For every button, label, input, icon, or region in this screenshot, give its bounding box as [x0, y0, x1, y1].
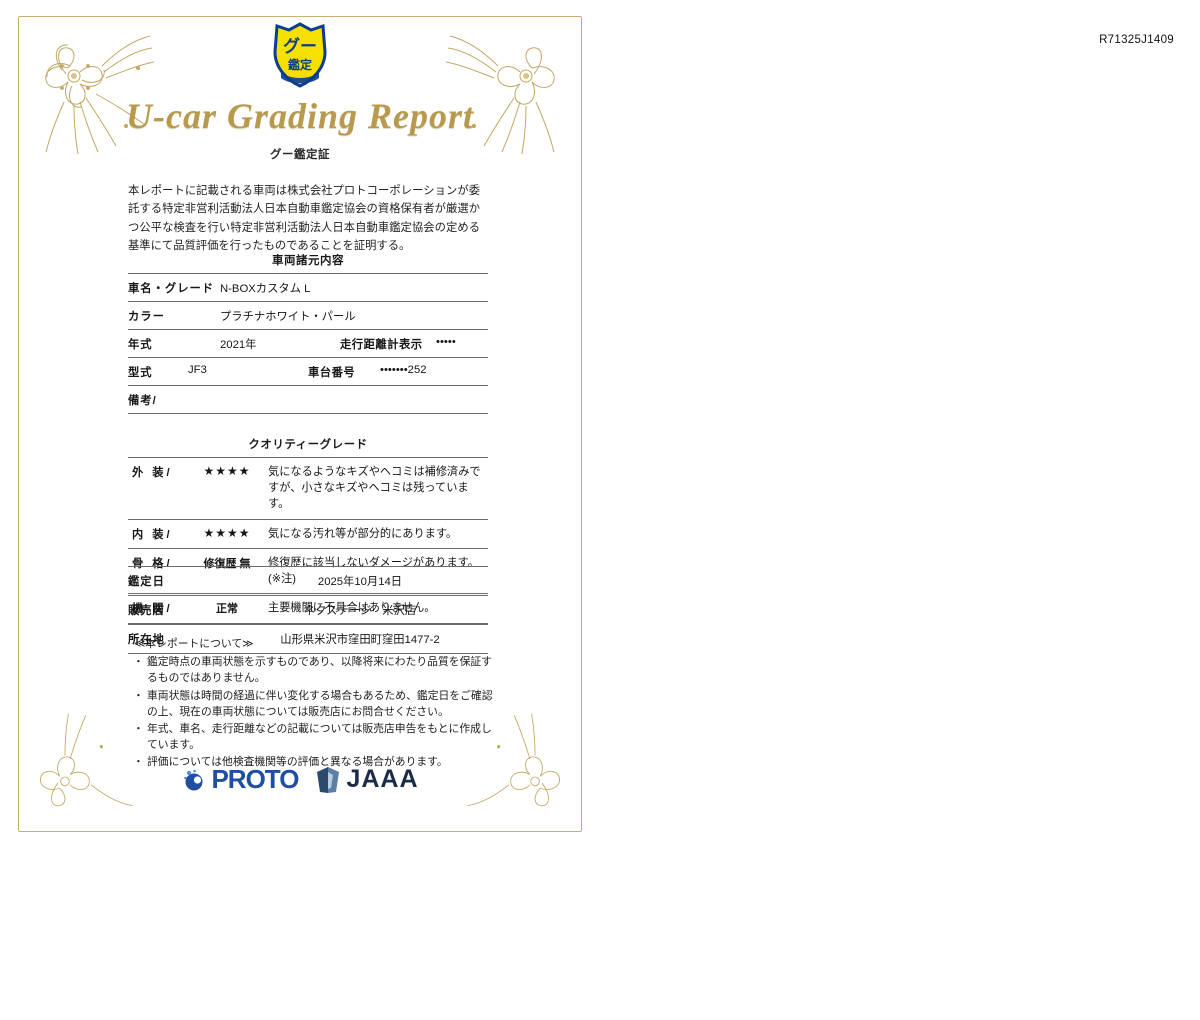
vehicle-spec-table: 車両諸元内容 車名・グレード N-BOXカスタム L カラー プラチナホワイト・…: [128, 248, 488, 414]
note-item: 車両状態は時間の経過に伴い変化する場合もあるため、鑑定日をご確認の上、現在の車両…: [133, 688, 494, 720]
info-address-value: 山形県米沢市窪田町窪田1477-2: [280, 634, 440, 646]
jaaa-logo: JAAA: [316, 765, 418, 794]
grade-engine-label: 機 関/: [132, 603, 173, 616]
certificate-panel: グー 鑑定 U-car Grading Report グー鑑定証 本レポートに記…: [0, 0, 600, 848]
spec-color-value: プラチナホワイト・パール: [220, 311, 356, 323]
note-item: 鑑定時点の車両状態を示すものであり、以降将来にわたり品質を保証するものではありま…: [133, 654, 494, 686]
jaaa-mark-icon: [317, 766, 340, 793]
spec-row-color: カラー プラチナホワイト・パール: [128, 302, 488, 330]
spec-chassis-value: •••••••252: [380, 364, 427, 376]
info-row-inspection-date: 鑑定日 2025年10月14日: [128, 566, 488, 596]
spec-model-value: N-BOXカスタム L: [220, 283, 311, 295]
report-subtitle: グー鑑定証: [270, 149, 330, 161]
info-dealer-label: 販売店: [128, 605, 165, 617]
spec-remarks-label: 備考/: [128, 395, 157, 407]
sheet-id: R71325J1409: [1099, 34, 1174, 46]
grade-exterior-stars: ★★★★: [203, 464, 251, 478]
spec-type-label: 型式: [128, 367, 153, 379]
condition-check-sheet: グー鑑定 コンディションチェックシート R71325J1409 鑑定日 2025…: [600, 0, 1200, 848]
jaaa-logo-text: JAAA: [346, 765, 419, 793]
spec-row-remarks: 備考/: [128, 386, 488, 414]
spec-mileage-value: •••••: [436, 336, 456, 348]
grade-engine-value: 正常: [216, 603, 238, 616]
footer-logos: PROTO JAAA: [0, 764, 600, 798]
info-inspection-date-value: 2025年10月14日: [317, 576, 403, 588]
grade-heading: クオリティーグレード: [248, 439, 368, 451]
spec-model-label: 車名・グレード: [128, 283, 215, 295]
grade-row-interior: 内 装/ ★★★★ 気になる汚れ等が部分的にあります。: [128, 520, 488, 549]
info-row-dealer: 販売店 ネクステージ 米沢店: [128, 596, 488, 625]
grade-frame-desc: 修復歴に該当しないダメージがあります。(※注): [268, 556, 479, 586]
spec-row-type: 型式 JF3 車台番号 •••••••252: [128, 358, 488, 386]
spec-chassis-label: 車台番号: [308, 367, 356, 379]
badge-text-goo: グー: [283, 36, 317, 56]
spec-row-model: 車名・グレード N-BOXカスタム L: [128, 273, 488, 302]
intro-paragraph: 本レポートに記載される車両は株式会社プロトコーポレーションが委託する特定非営利活…: [128, 185, 480, 252]
dealer-info-table: 鑑定日 2025年10月14日 販売店 ネクステージ 米沢店 所在地 山形県米沢…: [128, 566, 488, 654]
spec-color-label: カラー: [128, 311, 165, 323]
grade-engine-desc: 主要機関に不具合はありません。: [268, 602, 436, 615]
badge-shield-icon: グー 鑑定: [269, 22, 331, 90]
note-item: 評価については他検査機関等の評価と異なる場合があります。: [133, 754, 494, 770]
info-address-label: 所在地: [128, 634, 165, 646]
proto-logo: PROTO: [181, 764, 299, 795]
info-inspection-date-label: 鑑定日: [128, 576, 165, 588]
spec-year-label: 年式: [128, 339, 153, 351]
proto-mark-icon: [184, 769, 203, 790]
quality-grade-table: クオリティーグレード 外 装/ ★★★★ 気になるようなキズやヘコミは補修済みで…: [128, 432, 488, 624]
grading-report-page: グー 鑑定 U-car Grading Report グー鑑定証 本レポートに記…: [0, 0, 1200, 848]
grade-row-engine: 機 関/ 正常 主要機関に不具合はありません。: [128, 594, 488, 624]
note-item: 年式、車名、走行距離などの記載については販売店申告をもとに作成しています。: [133, 721, 494, 753]
spec-year-value: 2021年: [220, 339, 257, 351]
grade-exterior-desc: 気になるようなキズやヘコミは補修済みですが、小さなキズやヘコミは残っています。: [268, 466, 481, 511]
info-dealer-value: ネクステージ 米沢店: [303, 605, 417, 617]
spec-mileage-label: 走行距離計表示: [340, 339, 423, 351]
proto-logo-text: PROTO: [211, 764, 299, 794]
grade-interior-stars: ★★★★: [203, 525, 251, 540]
report-notes: ≪本レポートについて≫ 鑑定時点の車両状態を示すものであり、以降将来にわたり品質…: [133, 636, 494, 772]
grade-row-exterior: 外 装/ ★★★★ 気になるようなキズやヘコミは補修済みですが、小さなキズやヘコ…: [128, 457, 488, 520]
badge-text-kantei: 鑑定: [288, 57, 312, 72]
spec-type-value: JF3: [188, 364, 207, 376]
grade-interior-desc: 気になる汚れ等が部分的にあります。: [268, 527, 458, 540]
grade-exterior-label: 外 装/: [132, 467, 173, 479]
spec-heading: 車両諸元内容: [272, 255, 344, 267]
report-title: U-car Grading Report: [125, 96, 474, 136]
grade-interior-label: 内 装/: [132, 528, 173, 541]
notes-title: ≪本レポートについて≫: [134, 638, 254, 650]
goo-kantei-badge: グー 鑑定: [0, 22, 600, 95]
spec-row-year: 年式 2021年 走行距離計表示 •••••: [128, 330, 488, 358]
